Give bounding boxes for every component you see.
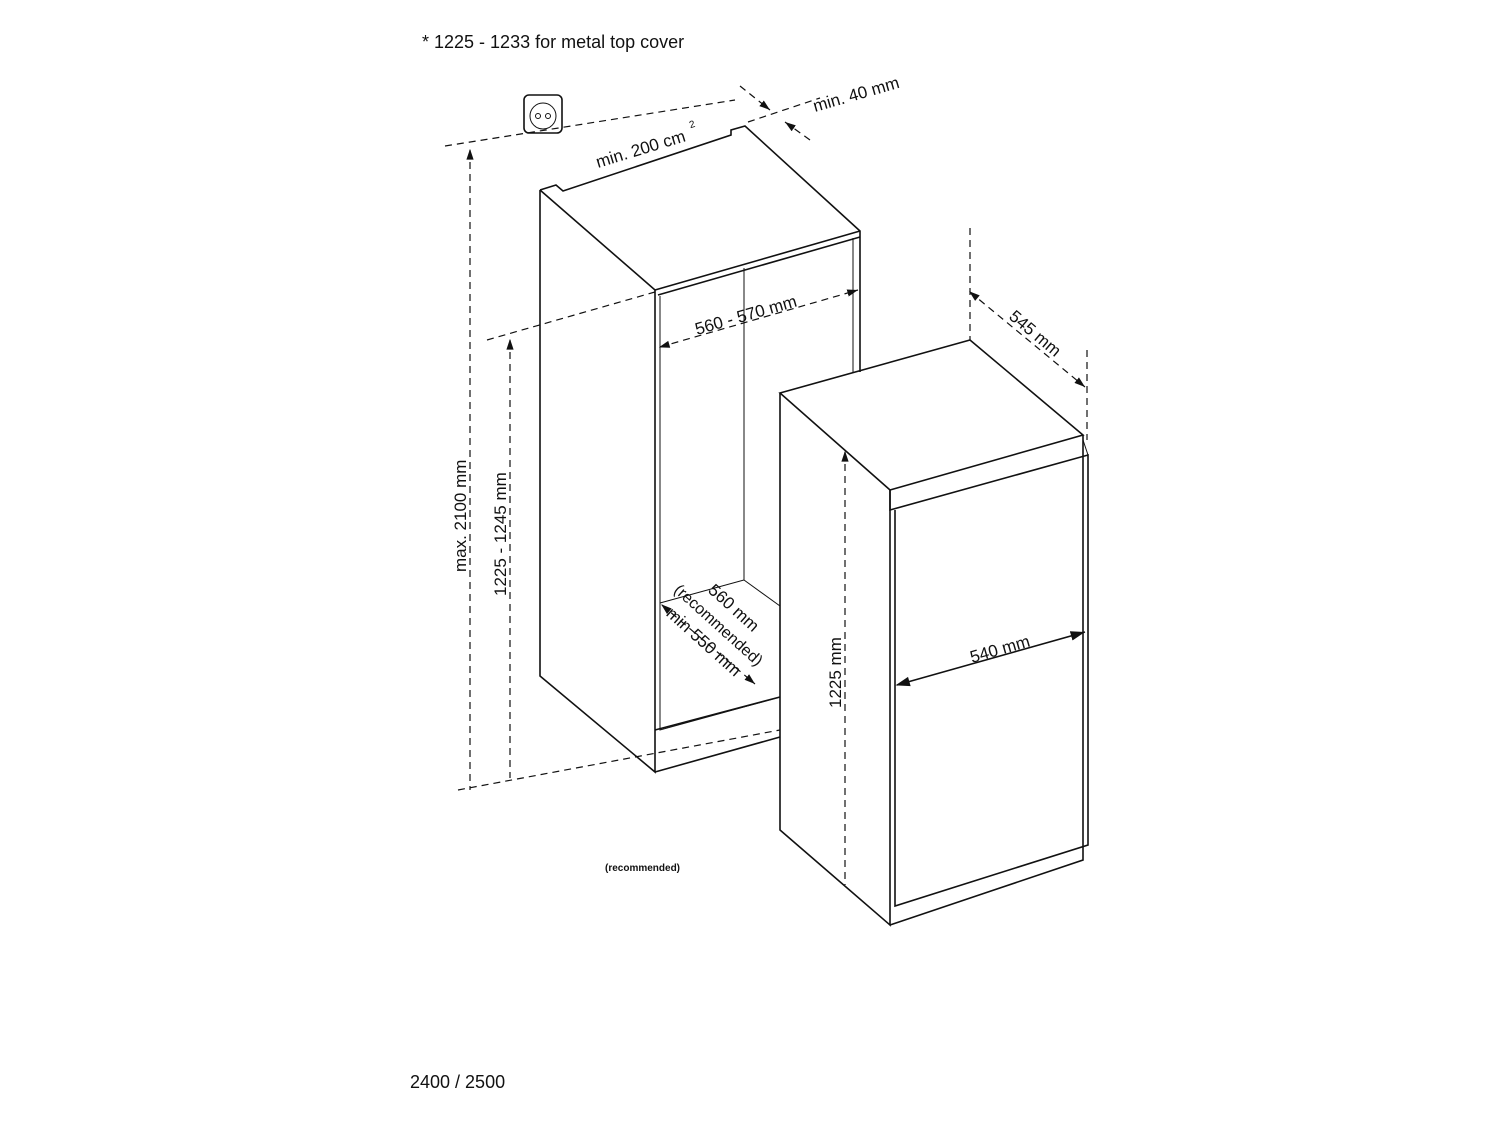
appliance-width-label: 540 mm [968, 632, 1032, 667]
cabinet-niche [539, 125, 861, 774]
appliance [778, 339, 1089, 927]
ventilation-superscript: 2 [688, 119, 697, 131]
niche-height-label: 1225 - 1245 mm [491, 472, 510, 596]
max-height-label: max. 2100 mm [451, 460, 470, 572]
appliance-height-label: 1225 mm [826, 637, 845, 708]
top-gap-label: min. 40 mm [811, 73, 902, 116]
dimension-lines [444, 85, 1088, 885]
model-numbers: 2400 / 2500 [410, 1072, 506, 1092]
header-note: * 1225 - 1233 for metal top cover [422, 32, 685, 52]
niche-width-label: 560 - 570 mm [693, 292, 799, 339]
power-socket-icon [523, 94, 563, 134]
plinth-note: (recommended) [605, 863, 680, 874]
appliance-depth-label: 545 mm [1005, 307, 1064, 361]
